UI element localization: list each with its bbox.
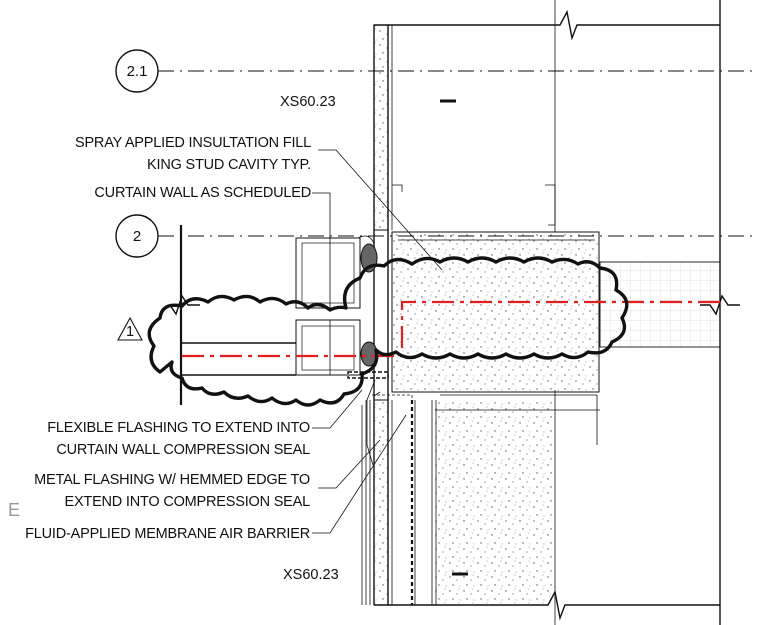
note-metal-line2: EXTEND INTO COMPRESSION SEAL: [64, 494, 310, 510]
revision-triangle: 1: [117, 316, 143, 341]
grid-bubble-2-1: 2.1: [115, 49, 159, 93]
slab-edge: [179, 225, 296, 405]
note-fluid-membrane: FLUID-APPLIED MEMBRANE AIR BARRIER: [25, 526, 310, 542]
revision-cloud: [147, 256, 629, 407]
grid-lines: [158, 70, 755, 237]
note-spray-line1: SPRAY APPLIED INSULTATION FILL: [75, 135, 311, 151]
wall-assembly-layers: [361, 24, 600, 606]
revision-number: 1: [126, 324, 134, 340]
note-flexible-line2: CURTAIN WALL COMPRESSION SEAL: [56, 442, 310, 458]
section-ref-top: XS60.23: [280, 94, 336, 110]
note-curtain-wall: CURTAIN WALL AS SCHEDULED: [94, 185, 311, 201]
grid-bubble-2: 2: [115, 214, 159, 258]
note-metal-line1: METAL FLASHING W/ HEMMED EDGE TO: [34, 472, 310, 488]
grid-label-2: 2: [133, 228, 141, 245]
note-spray-line2: KING STUD CAVITY TYP.: [147, 157, 311, 173]
grid-label-2-1: 2.1: [127, 63, 148, 80]
edge-mark: E: [8, 500, 20, 520]
curtain-wall-mullion: [295, 235, 413, 466]
spandrel-assembly: [391, 231, 721, 393]
note-flexible-line1: FLEXIBLE FLASHING TO EXTEND INTO: [47, 420, 310, 436]
leader-lines: [312, 99, 468, 576]
centerline: [182, 300, 720, 358]
break-lines: [169, 9, 740, 621]
notes: SPRAY APPLIED INSULTATION FILL KING STUD…: [25, 135, 311, 542]
section-ref-bottom: XS60.23: [283, 567, 339, 583]
